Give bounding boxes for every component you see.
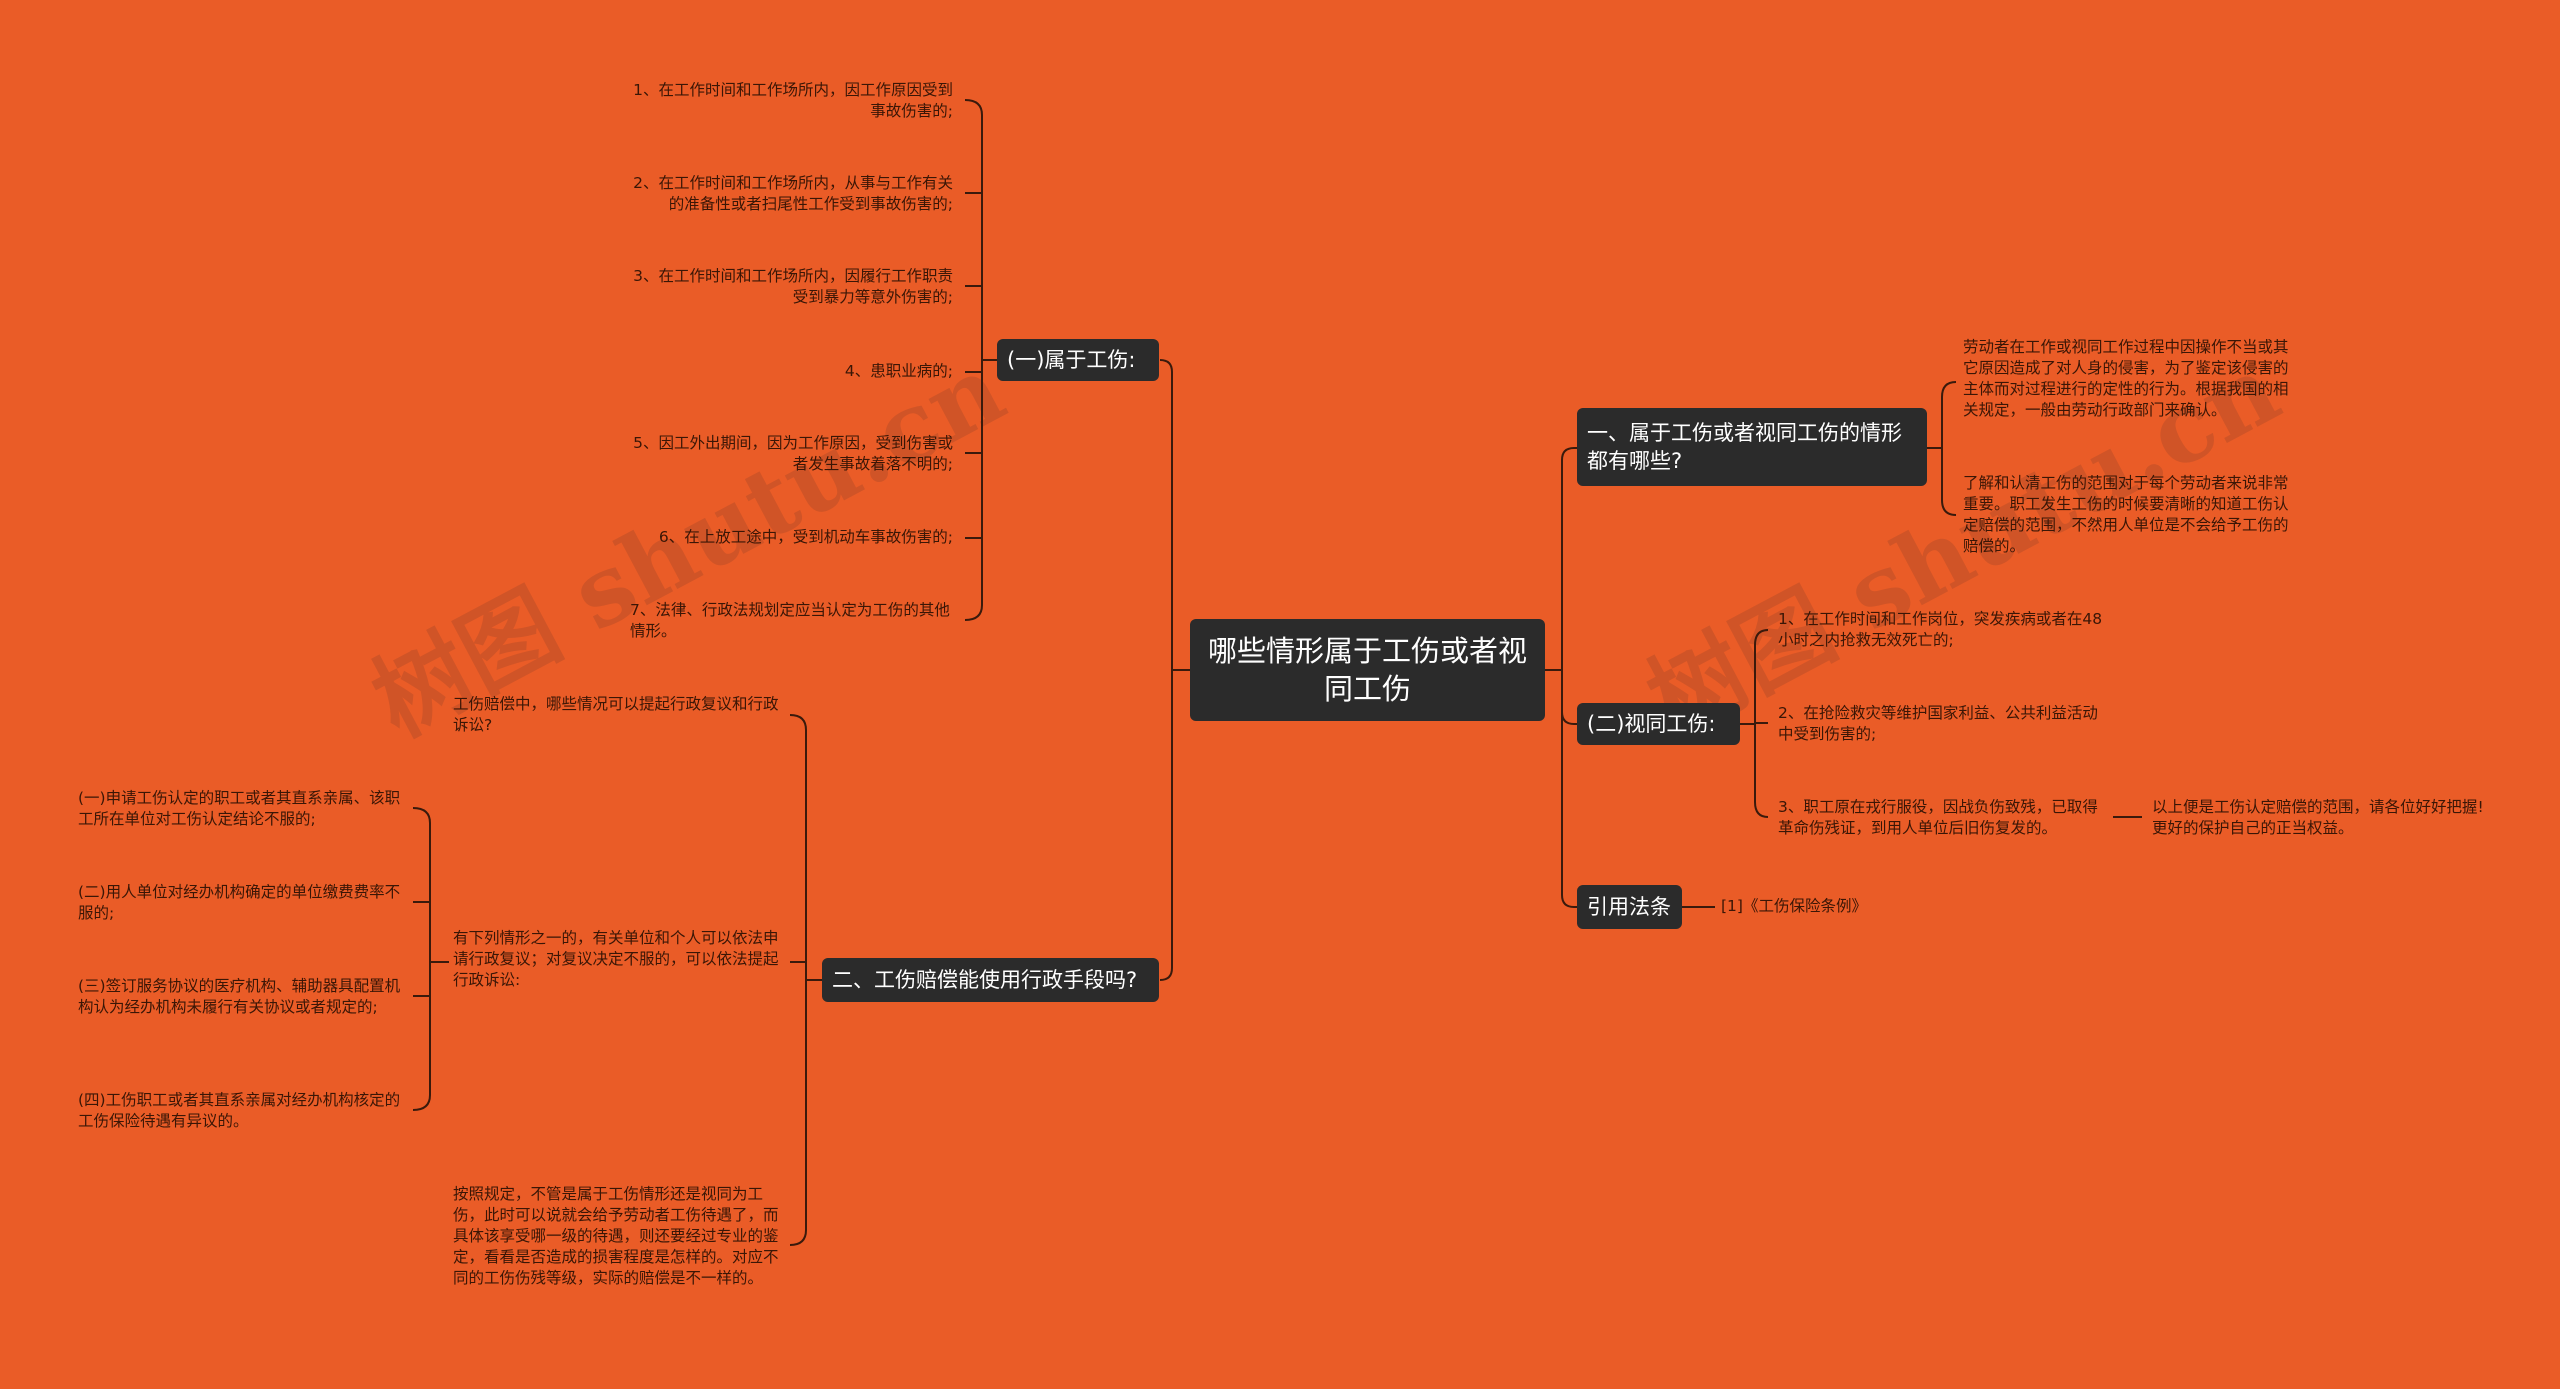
- belong-item-6: 6、在上放工途中，受到机动车事故伤害的;: [658, 528, 953, 546]
- admin-rule: 按照规定，不管是属于工伤情形还是视同为工伤，此时可以说就会给予劳动者工伤待遇了，…: [453, 1185, 779, 1287]
- cited-law-item: [1]《工伤保险条例》: [1721, 897, 1867, 915]
- belong-item-4: 4、患职业病的;: [844, 362, 953, 380]
- belong-item-1: 1、在工作时间和工作场所内，因工作原因受到事故伤害的;: [633, 81, 953, 120]
- branch-admin-means[interactable]: 二、工伤赔偿能使用行政手段吗?: [822, 958, 1159, 1002]
- deemed-item-2: 2、在抢险救灾等维护国家利益、公共利益活动中受到伤害的;: [1778, 704, 2098, 743]
- branch-deemed-injury-label: (二)视同工伤:: [1587, 712, 1716, 736]
- branch-admin-means-label: 二、工伤赔偿能使用行政手段吗?: [832, 968, 1138, 992]
- belong-item-7: 7、法律、行政法规划定应当认定为工伤的其他情形。: [630, 601, 950, 640]
- root-node[interactable]: 哪些情形属于工伤或者视同工伤: [1190, 619, 1545, 721]
- situations-item-1: 劳动者在工作或视同工作过程中因操作不当或其它原因造成了对人身的侵害，为了鉴定该侵…: [1963, 338, 2289, 419]
- belong-item-5: 5、因工外出期间，因为工作原因，受到伤害或者发生事故着落不明的;: [633, 434, 953, 473]
- deemed-note: 以上便是工伤认定赔偿的范围，请各位好好把握!更好的保护自己的正当权益。: [2152, 798, 2484, 837]
- branch-deemed-injury[interactable]: (二)视同工伤:: [1577, 703, 1740, 745]
- admin-condition-2: (二)用人单位对经办机构确定的单位缴费费率不服的;: [78, 883, 401, 922]
- admin-condition-3: (三)签订服务协议的医疗机构、辅助器具配置机构认为经办机构未履行有关协议或者规定…: [78, 977, 401, 1016]
- branch-belong-injury-label: (一)属于工伤:: [1007, 348, 1136, 372]
- belong-item-3: 3、在工作时间和工作场所内，因履行工作职责受到暴力等意外伤害的;: [633, 267, 953, 306]
- branch-cited-law-label: 引用法条: [1587, 895, 1671, 919]
- branch-situations-label: 一、属于工伤或者视同工伤的情形都有哪些?: [1587, 421, 1902, 473]
- admin-condition-4: (四)工伤职工或者其直系亲属对经办机构核定的工伤保险待遇有异议的。: [78, 1091, 401, 1130]
- deemed-item-3: 3、职工原在戎行服役，因战负伤致残，已取得革命伤残证，到用人单位后旧伤复发的。: [1778, 798, 2098, 837]
- branch-cited-law[interactable]: 引用法条: [1577, 885, 1682, 929]
- branch-belong-injury[interactable]: (一)属于工伤:: [997, 339, 1159, 381]
- belong-item-2: 2、在工作时间和工作场所内，从事与工作有关的准备性或者扫尾性工作受到事故伤害的;: [633, 174, 953, 213]
- admin-question: 工伤赔偿中，哪些情况可以提起行政复议和行政诉讼?: [453, 695, 779, 734]
- situations-item-2: 了解和认清工伤的范围对于每个劳动者来说非常重要。职工发生工伤的时候要清晰的知道工…: [1963, 474, 2289, 555]
- deemed-item-1: 1、在工作时间和工作岗位，突发疾病或者在48小时之内抢救无效死亡的;: [1778, 610, 2103, 649]
- branch-situations[interactable]: 一、属于工伤或者视同工伤的情形都有哪些?: [1577, 408, 1927, 486]
- admin-condition: 有下列情形之一的，有关单位和个人可以依法申请行政复议；对复议决定不服的，可以依法…: [453, 929, 779, 989]
- root-label: 哪些情形属于工伤或者视同工伤: [1207, 634, 1527, 706]
- admin-condition-1: (一)申请工伤认定的职工或者其直系亲属、该职工所在单位对工伤认定结论不服的;: [78, 789, 401, 828]
